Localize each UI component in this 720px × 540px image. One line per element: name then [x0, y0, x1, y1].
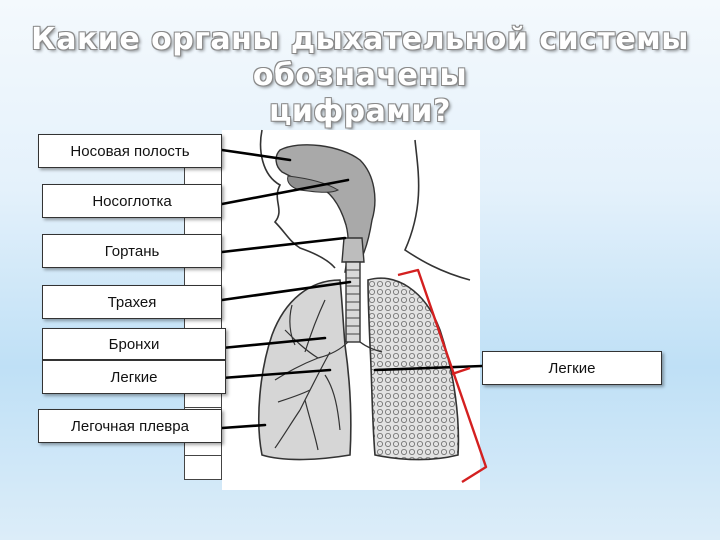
- left-lung-shape: [258, 279, 352, 461]
- neck-outline: [403, 139, 471, 281]
- pointer-line: [220, 236, 347, 254]
- pointer-line: [220, 280, 352, 302]
- head-outline: [259, 129, 336, 269]
- label-larynx: Гортань: [42, 234, 222, 268]
- pointer-lines: [220, 148, 484, 430]
- label-pleura: Легочная плевра: [38, 409, 222, 443]
- label-lungs: Легкие: [42, 360, 226, 394]
- bronchial-tree: [274, 299, 349, 451]
- lung-bracket: [397, 268, 488, 484]
- answer-cell: [185, 407, 221, 456]
- pointer-line: [220, 423, 267, 430]
- label-nasal-cavity: Носовая полость: [38, 134, 222, 168]
- label-bronchi: Бронхи: [42, 328, 226, 360]
- pointer-line: [220, 368, 332, 380]
- label-trachea: Трахея: [42, 285, 222, 319]
- pointer-line: [220, 148, 292, 162]
- pointer-line: [220, 178, 350, 206]
- label-lungs-right: Легкие: [482, 351, 662, 385]
- title-line-2: цифрами?: [269, 94, 451, 129]
- pointer-line: [220, 336, 327, 350]
- label-nasopharynx: Носоглотка: [42, 184, 222, 218]
- pointer-line: [373, 364, 484, 372]
- answer-cell: [185, 455, 221, 482]
- bronchus-right: [359, 341, 383, 353]
- slide-title: Какие органы дыхательной системы обознач…: [0, 22, 720, 130]
- trachea-rings: [346, 269, 360, 335]
- larynx-shape: [341, 237, 365, 263]
- title-line-1: Какие органы дыхательной системы обознач…: [31, 22, 689, 93]
